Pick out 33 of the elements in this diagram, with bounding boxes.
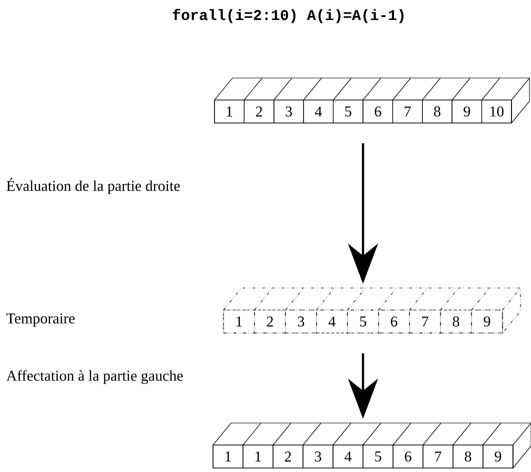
array-cell: 5 — [332, 100, 364, 124]
array-cell: 7 — [392, 100, 423, 124]
array-cell: 6 — [392, 444, 424, 468]
array-cell: 5 — [362, 444, 394, 468]
array-cell: 6 — [362, 100, 394, 124]
array-cell: 10 — [481, 100, 512, 124]
array-cell: 2 — [244, 100, 274, 124]
array-cell: 8 — [452, 444, 484, 468]
note-text: Évaluation de la partie droite — [6, 178, 180, 194]
array-cell: 3 — [302, 444, 334, 468]
array-cell: 9 — [471, 310, 503, 334]
note-text: Affectation à la partie gauche — [6, 370, 183, 384]
note-text: Temporaire — [6, 313, 75, 327]
array-cell: 9 — [452, 100, 482, 124]
array-cell: 4 — [316, 310, 348, 334]
array-cell: 9 — [482, 444, 514, 468]
array-cell: 4 — [332, 444, 364, 468]
array-cell: 6 — [378, 310, 410, 334]
array-cell: 7 — [422, 444, 454, 468]
array-cell: 4 — [303, 100, 334, 124]
array-cell: 2 — [272, 444, 304, 468]
array-cell: 1 — [242, 444, 274, 468]
array-cell: 3 — [274, 100, 304, 124]
title: forall(i=2:10) A(i)=A(i-1) — [172, 8, 404, 24]
array-cell: 3 — [285, 310, 317, 334]
array-cell: 7 — [409, 310, 441, 334]
array-cell: 2 — [254, 310, 286, 334]
array-cell: 8 — [440, 310, 472, 334]
array-cell: 1 — [223, 310, 255, 334]
array-cell: 5 — [347, 310, 379, 334]
array-cell: 8 — [422, 100, 452, 124]
array-cell: 1 — [212, 444, 244, 468]
array-cell: 1 — [214, 100, 244, 124]
